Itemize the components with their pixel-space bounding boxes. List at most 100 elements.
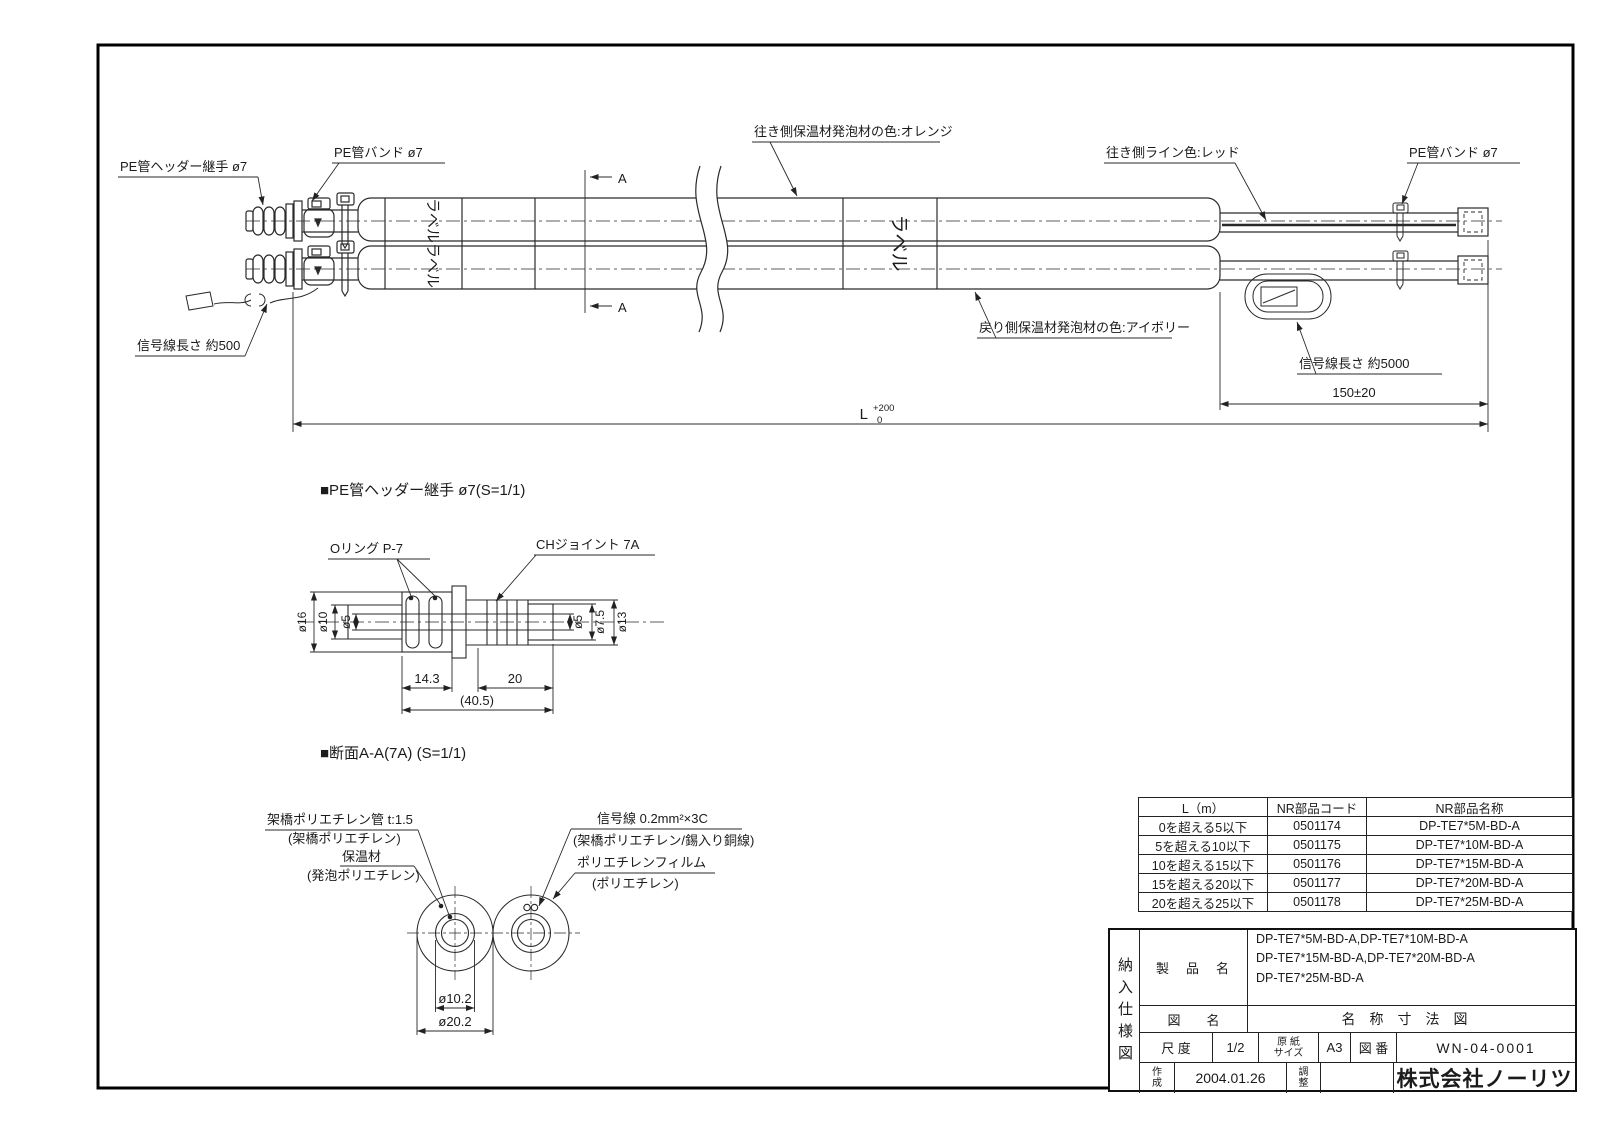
upper-tube-end-cap: [1457, 207, 1489, 237]
parts-table-header-code: NR部品コード: [1267, 798, 1366, 816]
created-label-line1: 作: [1152, 1067, 1162, 1078]
section-mark-a-bottom: A: [618, 300, 627, 315]
dim-L-tol-up: +200: [873, 403, 894, 414]
scale-label: 尺 度: [1161, 1041, 1191, 1056]
ch-joint-leader: [496, 554, 655, 601]
table-cell: 0を超える5以下: [1139, 816, 1267, 835]
label-outgoing-line-color: 往き側ライン色:レッド: [1106, 145, 1240, 160]
table-cell: DP-TE7*15M-BD-A: [1366, 854, 1572, 873]
lower-insulated-pipe: [357, 245, 1221, 290]
table-cell: 0501176: [1267, 854, 1366, 873]
scale-value: 1/2: [1212, 1033, 1258, 1062]
label-insulation-sub: (発泡ポリエチレン): [307, 868, 420, 883]
drawing-name-label: 図 名: [1167, 1012, 1220, 1028]
label-band-right: PE管バンド ø7: [1409, 145, 1498, 160]
label-signal-5000: 信号線長さ 約5000: [1299, 356, 1410, 371]
section-aa-view: [265, 828, 742, 1035]
table-cell: 0501177: [1267, 873, 1366, 892]
dim-d16: ø16: [295, 611, 309, 632]
table-cell: DP-TE7*5M-BD-A: [1366, 816, 1572, 835]
label-pex-pipe: 架橋ポリエチレン管 t:1.5: [267, 812, 413, 827]
table-cell: 0501175: [1267, 835, 1366, 854]
label-return-foam: 戻り側保温材発泡材の色:アイボリー: [979, 320, 1190, 335]
dim-L: L: [860, 406, 868, 423]
sheet-border: [96, 43, 1575, 1090]
table-cell: 10を超える15以下: [1139, 854, 1267, 873]
table-cell: 5を超える10以下: [1139, 835, 1267, 854]
label-insulation: 保温材: [342, 849, 381, 864]
header-fitting-lower: [245, 240, 358, 298]
product-name-label: 製 品 名: [1155, 961, 1231, 976]
oring-leader: [328, 558, 438, 601]
drawing-number-label: 図 番: [1350, 1033, 1396, 1062]
label-ch-joint: CHジョイント 7A: [536, 537, 640, 552]
leader-lines: [118, 141, 1520, 375]
dim-20: 20: [508, 671, 522, 686]
created-label-line2: 成: [1152, 1078, 1162, 1089]
table-cell: 20を超える25以下: [1139, 892, 1267, 911]
table-cell: DP-TE7*10M-BD-A: [1366, 835, 1572, 854]
label-oring: Oリング P-7: [330, 541, 403, 556]
title-block: 納入仕様図 製 品 名 DP-TE7*5M-BD-A,DP-TE7*10M-BD…: [1108, 928, 1577, 1093]
label-signal-500: 信号線長さ 約500: [137, 338, 240, 353]
label-band-lines: [384, 198, 938, 289]
paper-size-label-line1: 原 紙: [1277, 1036, 1300, 1048]
adjust-label-line2: 整: [1298, 1078, 1309, 1089]
created-label: 作 成: [1140, 1063, 1174, 1093]
section-dim-lines: [416, 936, 494, 1035]
section-title: ■断面A-A(7A) (S=1/1): [320, 745, 466, 762]
adjust-label: 調 整: [1286, 1063, 1320, 1093]
label-band-left: PE管バンド ø7: [334, 145, 423, 160]
band-clamp-right-lower: [1392, 250, 1409, 290]
label-signal-wire: 信号線 0.2mm²×3C: [597, 811, 708, 826]
parts-table-header-name: NR部品名称: [1366, 798, 1572, 816]
dimension-lines: [292, 240, 1489, 432]
break-mask: [695, 166, 728, 332]
product-line-3: DP-TE7*25M-BD-A: [1256, 970, 1364, 985]
product-line-2: DP-TE7*15M-BD-A,DP-TE7*20M-BD-A: [1256, 951, 1475, 966]
break-line-right: [716, 165, 729, 333]
product-names: DP-TE7*5M-BD-A,DP-TE7*10M-BD-A DP-TE7*15…: [1247, 930, 1575, 1005]
pipe-label-text-1: ラベルラベル: [424, 198, 441, 288]
label-signal-wire-sub: (架橋ポリエチレン/錫入り銅線): [573, 833, 754, 848]
fitting-detail-title: ■PE管ヘッダー継手 ø7(S=1/1): [320, 482, 525, 499]
label-header-fitting: PE管ヘッダー継手 ø7: [120, 159, 247, 174]
drawing-name: 名称寸法図: [1247, 1006, 1575, 1032]
adjust-value: [1320, 1063, 1393, 1093]
break-line-left: [695, 165, 708, 333]
section-leaders: [265, 828, 742, 920]
table-cell: DP-TE7*25M-BD-A: [1366, 892, 1572, 911]
section-cut-line: [584, 170, 612, 313]
label-pex-pipe-sub: (架橋ポリエチレン): [288, 831, 401, 846]
dim-150: 150±20: [1332, 385, 1375, 400]
dim-d5-left: ø5: [339, 615, 353, 629]
dim-L-tol-dn: 0: [877, 415, 882, 426]
table-cell: 0501178: [1267, 892, 1366, 911]
parts-table-header-length: L（m）: [1181, 801, 1225, 816]
doc-type-vertical: 納入仕様図: [1110, 930, 1140, 1093]
fitting-dim-lines: [310, 591, 618, 714]
dim-14-3: 14.3: [414, 671, 439, 686]
adjust-label-line1: 調: [1298, 1067, 1309, 1078]
paper-size-label-line2: サイズ: [1273, 1047, 1304, 1059]
company-name: 株式会社ノーリツ: [1393, 1063, 1575, 1093]
label-outgoing-foam: 往き側保温材発泡材の色:オレンジ: [754, 124, 953, 139]
main-assembly: [118, 141, 1520, 432]
signal-wire-short-connector: [185, 291, 214, 311]
dim-40-5: (40.5): [460, 693, 494, 708]
product-line-1: DP-TE7*5M-BD-A,DP-TE7*10M-BD-A: [1256, 932, 1468, 946]
label-pe-film-sub: (ポリエチレン): [592, 876, 679, 891]
dim-d20-2: ø20.2: [438, 1014, 471, 1029]
dim-d5-right: ø5: [571, 615, 585, 629]
drawing-number-value: WN-04-0001: [1396, 1033, 1575, 1062]
dim-d10-2: ø10.2: [438, 991, 471, 1006]
paper-size-label: 原 紙 サイズ: [1258, 1033, 1318, 1062]
section-mark-a-top: A: [618, 171, 627, 186]
label-pe-film: ポリエチレンフィルム: [577, 855, 706, 870]
dim-d13: ø13: [615, 611, 629, 632]
table-cell: DP-TE7*20M-BD-A: [1366, 873, 1572, 892]
dim-d10: ø10: [316, 611, 330, 632]
created-date: 2004.01.26: [1174, 1063, 1286, 1093]
